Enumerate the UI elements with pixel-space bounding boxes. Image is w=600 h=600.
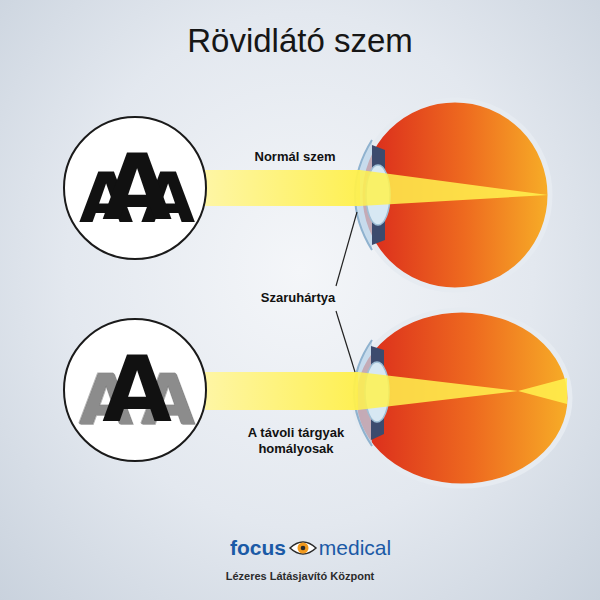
eyeball [354, 310, 570, 486]
light-beam [205, 170, 360, 206]
normal-eye [205, 100, 550, 290]
myopic-eye [205, 310, 570, 486]
logo-icon [290, 542, 316, 554]
light-beam [205, 372, 358, 410]
light-beam [358, 372, 518, 410]
eyeball [360, 100, 550, 290]
logo-text: focus [230, 535, 286, 560]
leader-line [336, 311, 355, 372]
leader-line [336, 212, 357, 286]
eye-label: Normál szem [255, 149, 336, 165]
test-letter: A [102, 143, 172, 233]
logo-tagline: Lézeres Látásjavító Központ [226, 570, 375, 583]
part-label: Szaruhártya [261, 290, 335, 306]
test-letter: A [102, 345, 172, 435]
light-beam [360, 170, 548, 206]
letter-chart-circle: AAA [63, 318, 207, 462]
light-beam [518, 378, 567, 404]
letter-chart-circle: AAA [63, 116, 207, 260]
caption-label: A távoli tárgyak homályosak [231, 425, 361, 456]
logo-text: medical [319, 535, 391, 560]
title: Rövidlátó szem [0, 22, 600, 60]
